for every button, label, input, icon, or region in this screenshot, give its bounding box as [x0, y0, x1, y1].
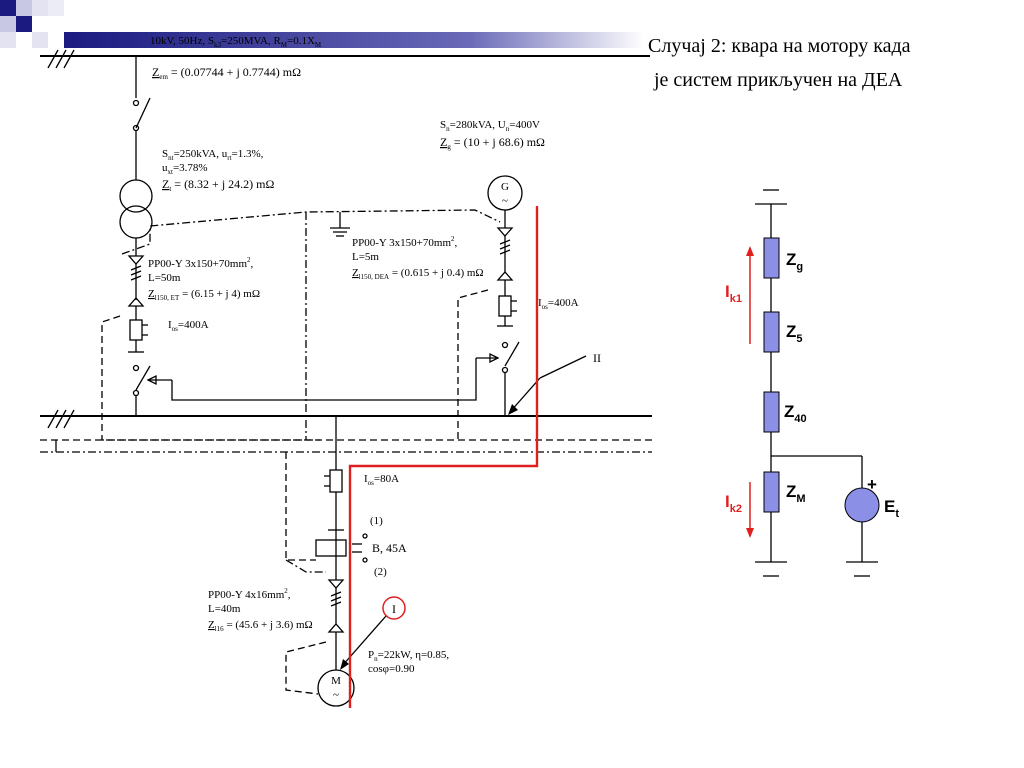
transformer-impedance: Zt = (8.32 + j 24.2) mΩ [162, 177, 274, 193]
motor-symbol [317, 669, 355, 707]
label-z40: Z40 [784, 402, 807, 425]
breaker-position-2: (2) [374, 566, 387, 578]
network-params: 10kV, 50Hz, Sk3=250MVA, RM=0.1XM [150, 35, 322, 49]
generator-params: Sn=280kVA, Un=400V [440, 119, 540, 133]
resistor-z5 [763, 311, 780, 353]
transformer-symbol-upper [119, 179, 153, 213]
motor-letter: M [331, 675, 341, 687]
resistor-zm [763, 471, 780, 513]
corner-decoration [0, 0, 64, 48]
generator-tilde: ~ [502, 195, 508, 207]
fault-current-path [348, 206, 539, 708]
resistor-zg [763, 237, 780, 279]
breaker-position-1: (1) [370, 515, 383, 527]
source-plus-sign: + [867, 475, 877, 494]
breaker-rating: B, 45A [372, 541, 407, 555]
cable-et-line1: PP00-Y 3x150+70mm2, [148, 256, 254, 270]
header-bar [64, 32, 644, 48]
cable-motor-line1: PP00-Y 4x16mm2, [208, 587, 291, 601]
fuse-motor [329, 469, 343, 493]
fuse-et [129, 319, 143, 341]
fuse-motor-rating: Ios=80A [364, 473, 399, 487]
motor-tilde: ~ [333, 689, 339, 701]
equivalent-circuit [746, 189, 880, 577]
resistor-z40 [763, 391, 780, 433]
label-et: Et [884, 497, 899, 520]
label-zm: ZM [786, 482, 806, 505]
fault-i-marker [382, 596, 406, 620]
cable-et-line2: L=50m [148, 272, 181, 284]
cable-dea-impedance: Zl150, DEA = (0.615 + j 0.4) mΩ [352, 267, 484, 281]
transformer-params-line2: uxt=3.78% [162, 162, 208, 176]
label-zg: Zg [786, 250, 803, 273]
fault-i-label: I [392, 602, 396, 616]
motor-params-line1: Pn=22kW, η=0.85, [368, 649, 449, 663]
fault-ii-label: II [593, 351, 601, 365]
fuse-et-rating: Ios=400A [168, 319, 209, 333]
label-ik2: Ik2 [725, 492, 742, 515]
generator-impedance: Zg = (10 + j 68.6) mΩ [440, 135, 545, 151]
label-z5: Z5 [786, 322, 803, 345]
transformer-symbol-lower [119, 205, 153, 239]
arrow-ik1-head [746, 246, 754, 256]
cable-dea-line2: L=5m [352, 251, 379, 263]
cable-dea-line1: PP00-Y 3x150+70mm2, [352, 235, 458, 249]
network-impedance: Zem = (0.07744 + j 0.7744) mΩ [152, 65, 301, 81]
label-ik1: Ik1 [725, 282, 742, 305]
arrow-ik2-head [746, 528, 754, 538]
motor-params-line2: cosφ=0.90 [368, 663, 415, 675]
cable-et-impedance: Zl150, ET = (6.15 + j 4) mΩ [148, 288, 260, 302]
breaker-symbol [315, 539, 347, 557]
cable-motor-line2: L=40m [208, 603, 241, 615]
slide-title-line2: је систем прикључен на ДЕА [653, 69, 903, 91]
generator-letter: G [501, 181, 509, 193]
cable-motor-impedance: Zl16 = (45.6 + j 3.6) mΩ [208, 619, 313, 633]
fuse-dea [498, 295, 512, 317]
fuse-dea-rating: Ios=400A [538, 297, 579, 311]
transformer-params-line1: Snt=250kVA, urt=1.3%, [162, 148, 264, 162]
slide-title-line1: Случај 2: квара на мотору када [648, 35, 911, 57]
